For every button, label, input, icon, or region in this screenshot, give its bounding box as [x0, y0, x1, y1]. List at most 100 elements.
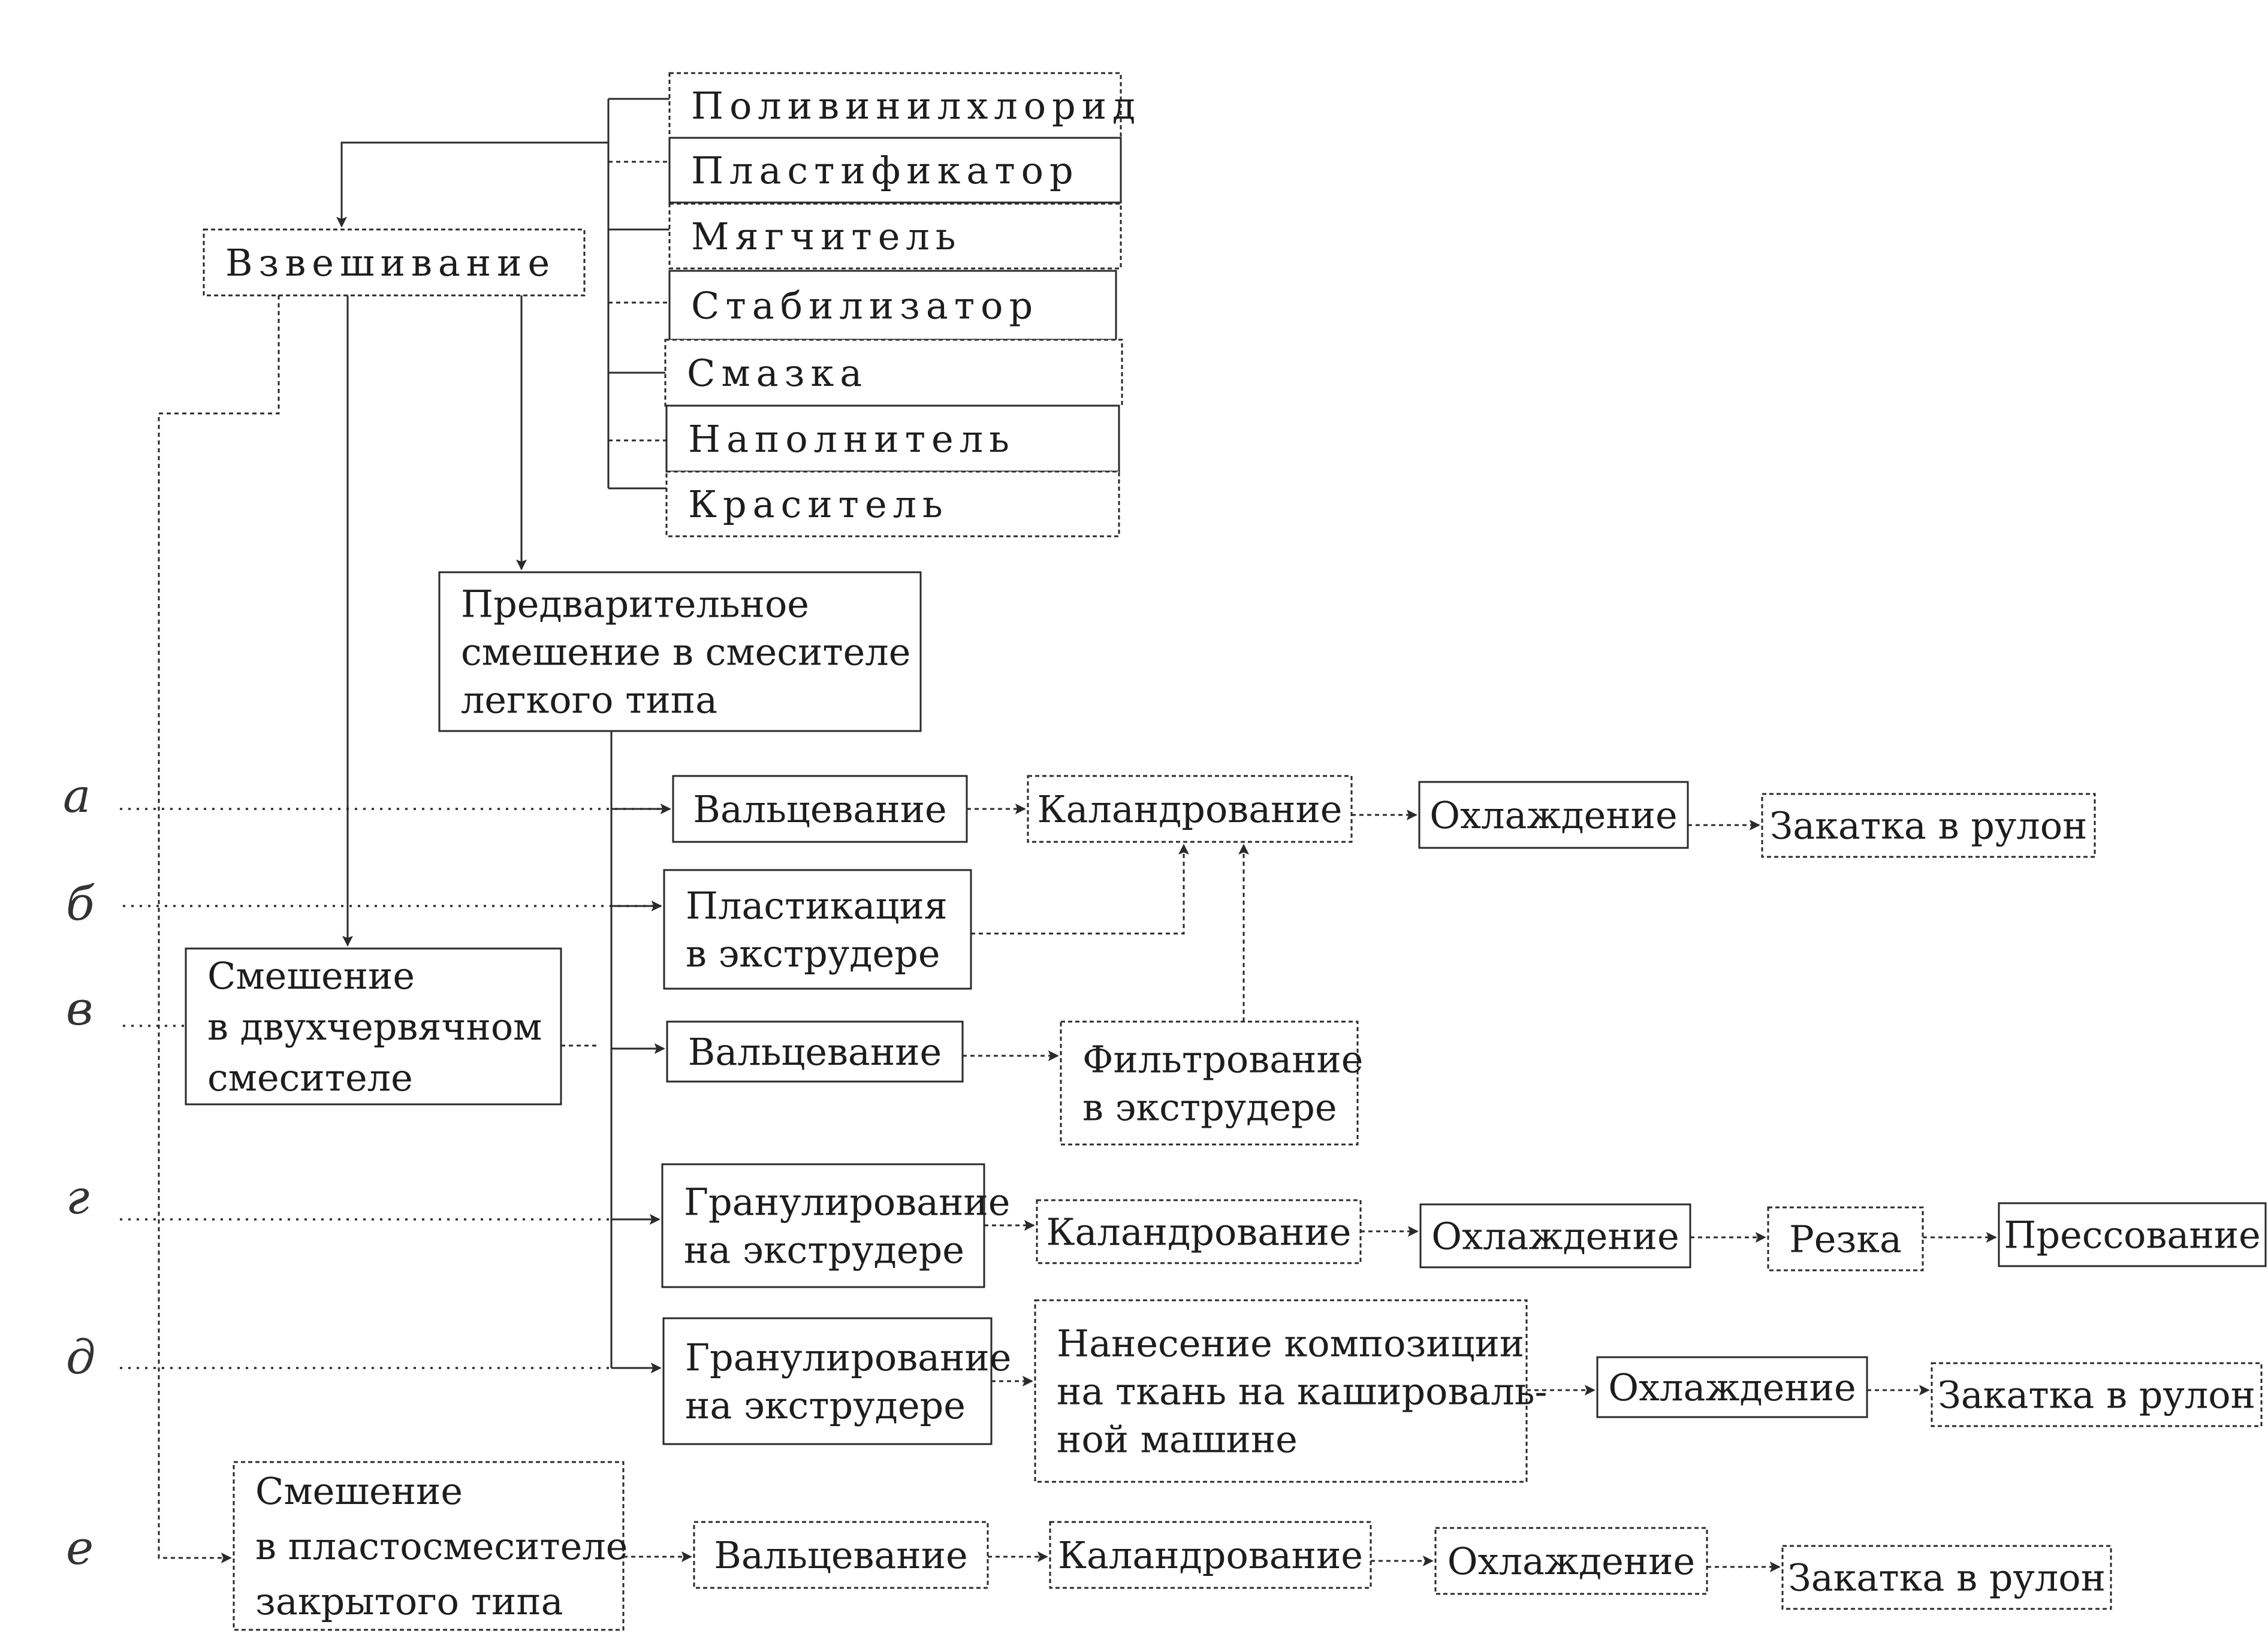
component-lubricant-text: Смазка [687, 351, 868, 395]
row-label-d: д [66, 1331, 95, 1385]
row-a-step-1-text: Вальцевание [693, 787, 946, 831]
component-plasticizer: Пластификатор [668, 137, 1122, 204]
row-g-step-2-frame [1036, 1199, 1362, 1264]
component-pvc: Поливинилхлорид [668, 72, 1141, 139]
premix-box-text: легкого типа [461, 678, 717, 722]
row-d-step-4: Закатка в рулон [1931, 1362, 2263, 1427]
component-softener-frame [668, 203, 1122, 270]
component-softener-text: Мягчитель [691, 215, 962, 258]
component-pvc-frame [668, 72, 1122, 139]
component-stabilizer-text: Стабилизатор [691, 284, 1039, 328]
row-v-step-1: Вальцевание [666, 1020, 964, 1083]
component-lubricant: Смазка [664, 339, 1123, 407]
row-e-step-3: Охлаждение [1434, 1527, 1708, 1595]
row-b-step-1-text: Пластикация [686, 884, 948, 928]
row-v-step-2-frame [1060, 1020, 1359, 1146]
row-d-step-2-text: на ткань на кашироваль- [1057, 1370, 1547, 1414]
row-d-step-4-frame [1931, 1362, 2263, 1427]
boxes: ПоливинилхлоридПластификаторМягчительСта… [185, 72, 2267, 1631]
row-g-step-4: Резка [1767, 1206, 1924, 1272]
row-a-step-2-text: Каландрование [1037, 787, 1342, 831]
twin-screw-mix-box-text: в двухчервячном [207, 1005, 542, 1049]
row-g-step-5-text: Прессование [2004, 1213, 2260, 1257]
row-d-step-2-text: Нанесение композиции [1057, 1322, 1524, 1366]
row-e-step-2-text: Каландрование [1058, 1533, 1363, 1577]
row-label-b: б [66, 877, 95, 931]
b-to-calender [971, 844, 1189, 935]
row-a-step-1: Вальцевание [672, 775, 968, 843]
row-a-step-3: Охлаждение [1418, 781, 1689, 849]
component-dye: Краситель [665, 470, 1120, 537]
closed-mix-box-frame [233, 1461, 625, 1631]
row-a-step-1-frame [672, 775, 968, 843]
component-filler-frame [665, 404, 1120, 473]
row-e-step-2: Каландрование [1049, 1521, 1372, 1589]
row-a-step-4-text: Закатка в рулон [1770, 804, 2088, 848]
row-g-step-3-frame [1419, 1203, 1691, 1269]
component-plasticizer-text: Пластификатор [691, 149, 1079, 192]
row-v-step-2-text: в экструдере [1082, 1086, 1337, 1129]
row-g-step-4-frame [1767, 1206, 1924, 1272]
premix-box-text: Предварительное [461, 582, 809, 626]
row-e-step-3-frame [1434, 1527, 1708, 1595]
weighing-to-closed-mix [158, 295, 280, 1563]
row-a-step-4: Закатка в рулон [1761, 793, 2096, 858]
component-dye-frame [665, 470, 1120, 537]
row-g-step-2: Каландрование [1036, 1199, 1362, 1264]
closed-mix-box-text: в пластосмесителе [255, 1524, 628, 1568]
component-filler: Наполнитель [665, 404, 1120, 473]
row-d-step-2-frame [1034, 1299, 1528, 1483]
connectors [120, 98, 1997, 1572]
row-e-step-2-frame [1049, 1521, 1372, 1589]
twin-screw-mix-box-text: Смешение [207, 954, 415, 998]
component-filler-text: Наполнитель [688, 417, 1015, 461]
row-v-step-1-frame [666, 1020, 964, 1083]
row-e-step-1-text: Вальцевание [714, 1533, 967, 1577]
row-labels: абв г д е [63, 769, 95, 1575]
row-label-v: в [66, 982, 93, 1036]
row-g-step-1-text: на экструдере [684, 1228, 964, 1272]
row-label-a: а [63, 769, 91, 823]
row-g-step-1-frame [661, 1163, 985, 1288]
row-g-step-1-text: Гранулирование [684, 1180, 1010, 1224]
component-stabilizer: Стабилизатор [668, 270, 1117, 341]
weighing-box: Взвешивание [203, 228, 586, 297]
row-d-step-3-text: Охлаждение [1608, 1366, 1856, 1409]
row-b-step-1-text: в экструдере [686, 932, 940, 975]
row-label-g: г [66, 1171, 89, 1225]
row-e-step-4-frame [1781, 1545, 2112, 1610]
row-label-e: е [66, 1521, 94, 1575]
component-plasticizer-frame [668, 137, 1122, 204]
row-g-step-5-frame [1998, 1202, 2267, 1267]
row-g-step-5: Прессование [1998, 1202, 2267, 1267]
weighing-box-frame [203, 228, 586, 297]
row-g-step-3: Охлаждение [1419, 1203, 1691, 1269]
row-d-step-1-frame [662, 1317, 993, 1445]
row-a-step-2-frame [1027, 775, 1353, 843]
component-pvc-text: Поливинилхлорид [691, 84, 1141, 128]
row-e-step-4: Закатка в рулон [1781, 1545, 2112, 1610]
row-d-step-3-frame [1596, 1356, 1868, 1418]
row-e-step-1-frame [693, 1521, 989, 1589]
premix-box-frame [438, 571, 922, 732]
twin-screw-mix-box-frame [185, 947, 562, 1106]
to-weighing-arrow [336, 141, 608, 228]
row-a-step-2: Каландрование [1027, 775, 1353, 843]
row-a-step-3-text: Охлаждение [1429, 793, 1677, 837]
row-g-step-4-text: Резка [1789, 1218, 1902, 1261]
closed-mix-box-text: Смешение [255, 1469, 463, 1513]
row-a-step-3-frame [1418, 781, 1689, 849]
row-e-step-3-text: Охлаждение [1447, 1539, 1695, 1583]
row-g-step-3-text: Охлаждение [1431, 1215, 1679, 1258]
row-d-step-4-text: Закатка в рулон [1938, 1373, 2255, 1417]
row-v-step-2-text: Фильтрование [1082, 1038, 1363, 1082]
row-d-step-1-text: на экструдере [685, 1384, 966, 1427]
